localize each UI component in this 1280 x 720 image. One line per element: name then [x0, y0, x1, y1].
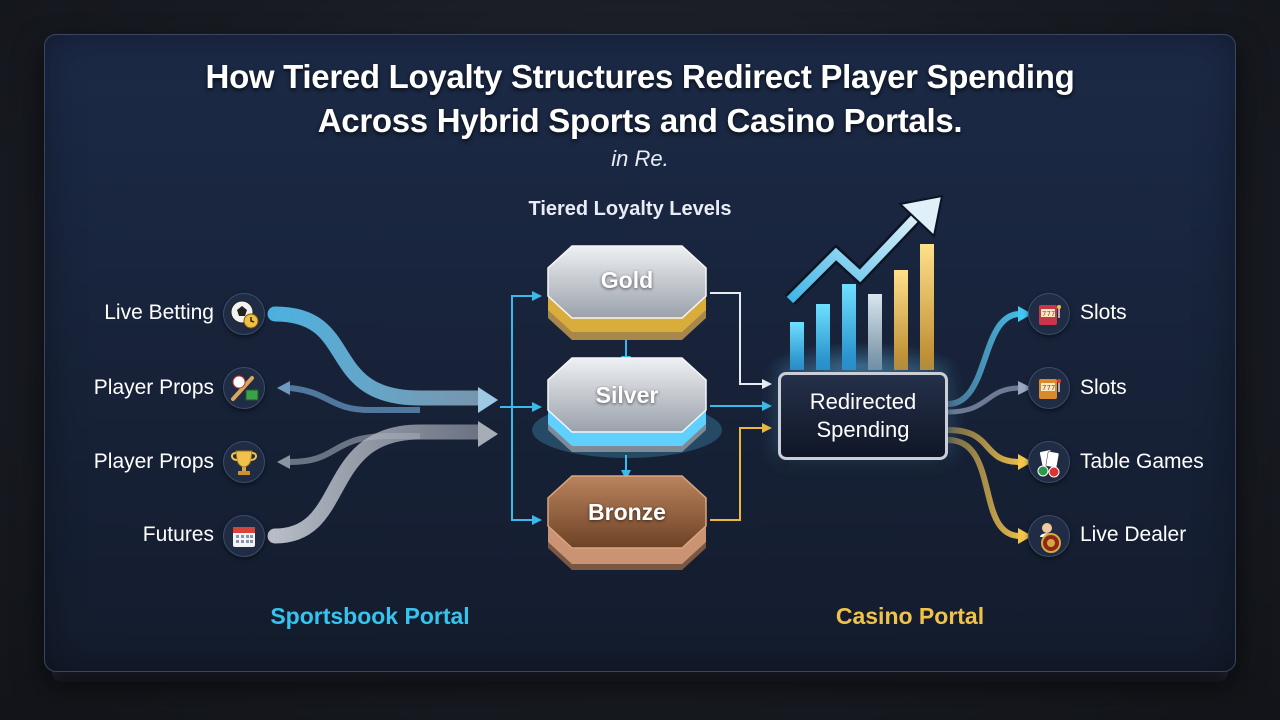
tier-bronze	[547, 475, 707, 570]
svg-text:777: 777	[1042, 310, 1055, 318]
tier-gold	[547, 245, 707, 340]
slots-1-arrowhead	[1018, 306, 1032, 322]
flow-player-props-2-arrowhead	[277, 455, 290, 469]
redirected-spending-label: Redirected Spending	[781, 388, 945, 444]
roulette-dealer-icon	[1028, 515, 1070, 557]
casino-portal-label: Casino Portal	[835, 603, 985, 629]
flow-futures	[267, 424, 488, 544]
growth-bar-chart-icon	[767, 194, 957, 390]
flow-player-props-1	[289, 385, 420, 413]
flow-arrowhead-upper	[478, 387, 498, 413]
bronze-to-hub-arrow	[710, 423, 772, 521]
source-label-player-props-1: Player Props	[93, 376, 214, 399]
bracket-to-gold	[511, 291, 542, 407]
slot-machine-icon: 777	[1028, 293, 1070, 335]
flow-player-props-arrowhead	[277, 381, 290, 395]
redirected-spending-box: Redirected Spending	[778, 372, 948, 460]
soccer-ball-stopwatch-icon	[223, 293, 265, 335]
baseball-bat-icon	[223, 367, 265, 409]
tier-silver-label: Silver	[595, 382, 659, 408]
bracket-to-bronze	[511, 407, 542, 525]
dest-label-live-dealer: Live Dealer	[1080, 523, 1187, 546]
tier-silver	[532, 357, 722, 458]
flow-arrowhead-lower	[478, 421, 498, 447]
flow-to-slots-2	[947, 385, 1021, 415]
dest-label-slots-1: Slots	[1080, 301, 1127, 324]
subtitle: in Re.	[611, 146, 669, 171]
flow-to-live-dealer	[947, 437, 1021, 539]
dest-label-table-games: Table Games	[1080, 450, 1204, 473]
table-games-arrowhead	[1018, 454, 1032, 470]
tiered-loyalty-levels-heading: Tiered Loyalty Levels	[528, 198, 732, 220]
hub-line-1: Redirected	[809, 389, 917, 414]
slot-machine-icon: 777	[1028, 367, 1070, 409]
slots-2-arrowhead	[1018, 381, 1032, 395]
tier-bronze-label: Bronze	[588, 499, 666, 525]
flow-live-betting	[267, 306, 488, 406]
cards-chips-icon	[1028, 441, 1070, 483]
calendar-icon	[223, 515, 265, 557]
title-line-2: Across Hybrid Sports and Casino Portals.	[317, 102, 963, 139]
source-label-futures: Futures	[142, 523, 214, 546]
source-label-live-betting: Live Betting	[104, 301, 214, 324]
gold-to-hub-arrow	[710, 292, 772, 389]
tier-gold-label: Gold	[600, 267, 654, 293]
trophy-icon	[223, 441, 265, 483]
hub-line-2: Spending	[816, 417, 910, 442]
svg-text:777: 777	[1042, 384, 1055, 392]
source-label-player-props-2: Player Props	[93, 450, 214, 473]
live-dealer-arrowhead	[1018, 528, 1032, 544]
flow-to-slots-1	[947, 311, 1021, 407]
flow-to-table-games	[947, 427, 1021, 465]
dest-label-slots-2: Slots	[1080, 376, 1127, 399]
title-line-1: How Tiered Loyalty Structures Redirect P…	[205, 58, 1075, 95]
sportsbook-portal-label: Sportsbook Portal	[270, 603, 470, 629]
